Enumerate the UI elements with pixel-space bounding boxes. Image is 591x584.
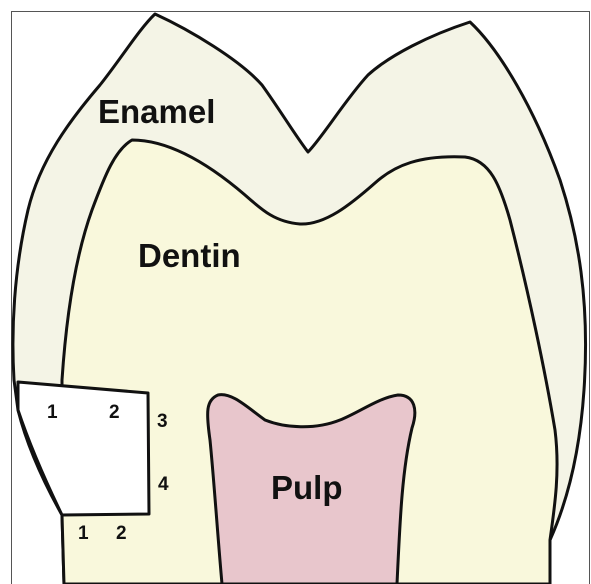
enamel-label: Enamel [98,93,215,130]
cavity-marker-top-left: 1 [47,402,58,423]
pulp-label: Pulp [271,469,343,506]
cavity-preparation [18,382,149,515]
cavity-marker-bottom-left: 1 [78,523,89,544]
dentin-label: Dentin [138,237,241,274]
cavity-marker-right-upper: 3 [157,411,168,432]
cavity-marker-bottom-right: 2 [116,523,127,544]
cavity-marker-top-right: 2 [109,402,120,423]
cavity-marker-right-lower: 4 [158,474,169,495]
